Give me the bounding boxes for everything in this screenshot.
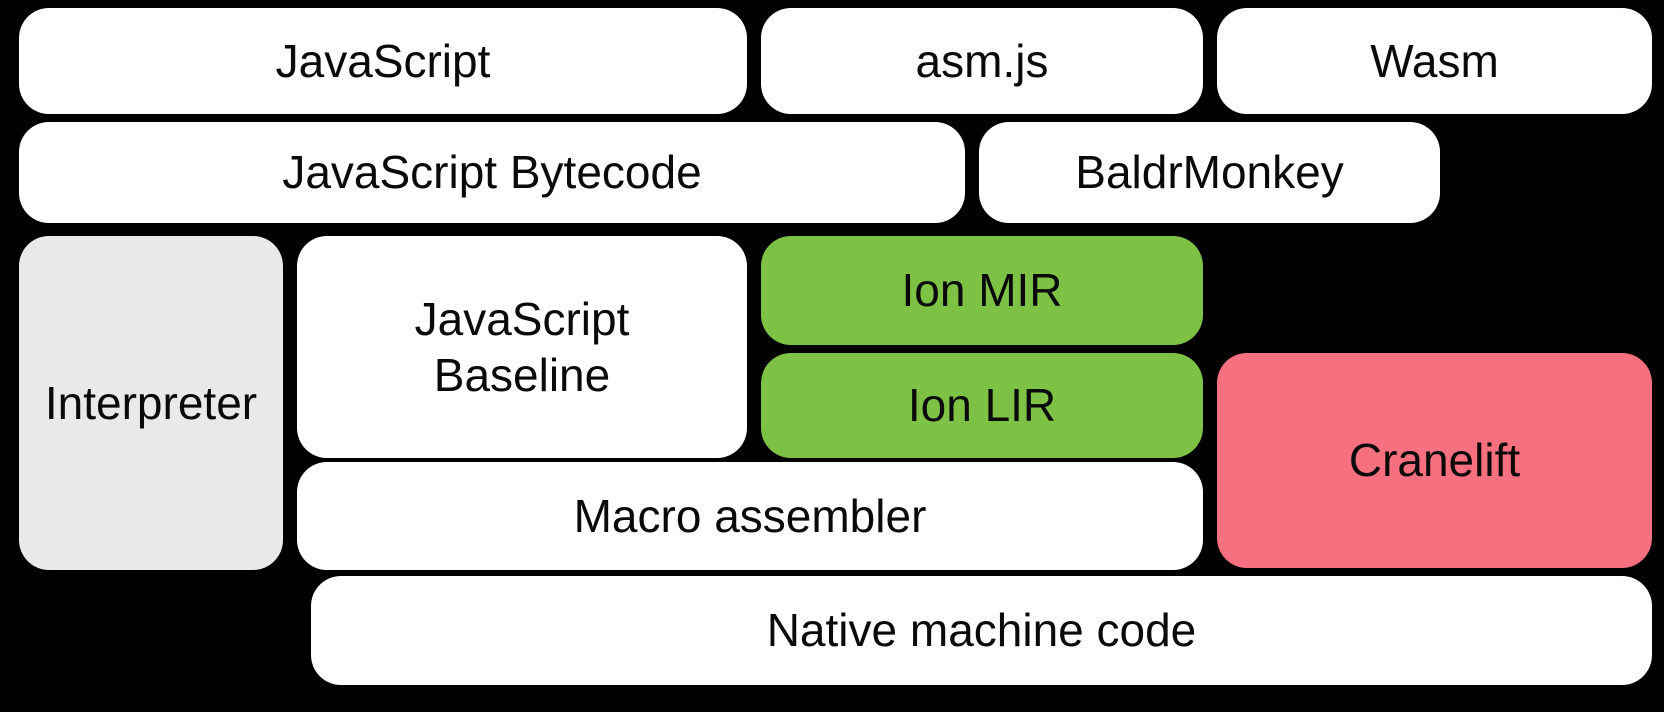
box-interpreter: Interpreter [19,236,283,570]
box-wasm: Wasm [1217,8,1652,114]
box-native-machine-code: Native machine code [311,576,1652,685]
box-javascript-baseline: JavaScript Baseline [297,236,747,458]
box-baldrmonkey: BaldrMonkey [979,122,1440,223]
box-cranelift: Cranelift [1217,353,1652,568]
box-javascript-bytecode: JavaScript Bytecode [19,122,965,223]
box-ion-mir: Ion MIR [761,236,1203,345]
box-macro-assembler: Macro assembler [297,462,1203,570]
box-ion-lir: Ion LIR [761,353,1203,458]
box-javascript: JavaScript [19,8,747,114]
box-asmjs: asm.js [761,8,1203,114]
